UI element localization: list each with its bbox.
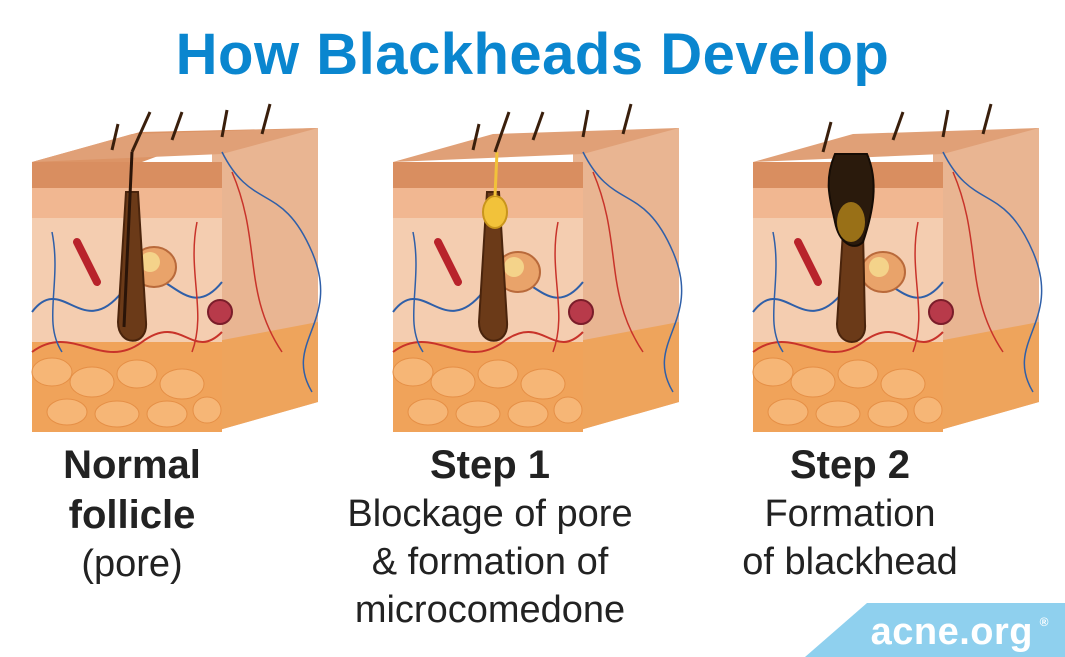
- brand-logo: acne.org ®: [805, 603, 1065, 657]
- skin-block-step2: [743, 92, 1043, 437]
- skin-cross-section-normal: [31, 103, 322, 432]
- brand-name: acne.org: [870, 611, 1033, 653]
- page-title: How Blackheads Develop: [175, 22, 890, 87]
- brand-text: acne.org ®: [871, 607, 1049, 653]
- caption-line: & formation of: [371, 541, 609, 583]
- caption-subtitle: (pore): [81, 543, 183, 585]
- caption-step2: Step 2 Formation of blackhead: [700, 440, 1000, 586]
- caption-heading: Normal: [63, 443, 201, 487]
- caption-step1: Step 1 Blockage of pore & formation of m…: [310, 440, 670, 634]
- caption-heading: Step 2: [789, 443, 911, 487]
- registered-mark: ®: [1039, 615, 1049, 629]
- caption-line: of blackhead: [742, 541, 958, 583]
- caption-line: Formation: [764, 493, 936, 535]
- skin-block-step1: [383, 92, 683, 437]
- skin-block-normal: [22, 92, 322, 437]
- caption-line: Blockage of pore: [347, 493, 633, 535]
- caption-normal: Normal follicle (pore): [22, 440, 242, 588]
- skin-cross-section-step2: [752, 103, 1043, 432]
- caption-line: microcomedone: [354, 589, 626, 631]
- skin-cross-section-step1: [392, 103, 683, 432]
- caption-heading-line2: follicle: [68, 493, 196, 537]
- caption-heading: Step 1: [429, 443, 551, 487]
